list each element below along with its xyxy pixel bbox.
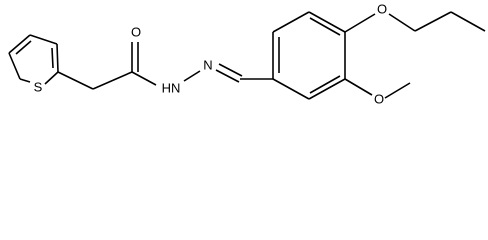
methoxy-group <box>344 78 411 99</box>
thiophene-ring <box>8 34 59 85</box>
bond <box>29 34 58 45</box>
bond <box>131 71 157 86</box>
bond <box>344 13 376 33</box>
methoxy-oxygen-label: O <box>374 92 384 107</box>
bond <box>19 78 31 83</box>
bond <box>344 78 373 96</box>
bond <box>57 71 94 90</box>
bond <box>92 71 133 90</box>
bond <box>308 11 346 33</box>
bond <box>51 47 54 69</box>
bond <box>215 69 240 83</box>
acetyl-linker <box>57 42 157 90</box>
bond <box>218 63 243 77</box>
bond <box>414 11 452 32</box>
bond <box>15 40 32 55</box>
bond <box>450 11 486 32</box>
bond <box>8 52 21 80</box>
bond <box>384 82 411 99</box>
bond <box>183 70 201 82</box>
bond <box>308 78 346 100</box>
hydrazone-linker <box>183 63 273 83</box>
molecule-structure: S O HN N O O <box>8 2 486 107</box>
bond <box>309 17 341 36</box>
bond <box>8 34 31 54</box>
propoxy-group <box>344 11 486 33</box>
bond <box>309 75 341 94</box>
propoxy-oxygen-label: O <box>377 2 387 17</box>
imine-nitrogen-label: N <box>203 58 212 73</box>
carbonyl-oxygen-label: O <box>131 25 141 40</box>
bond <box>272 78 310 100</box>
sulfur-atom-label: S <box>34 80 43 95</box>
bond <box>388 13 416 32</box>
bond <box>44 71 59 85</box>
benzene-ring <box>272 11 346 100</box>
bond <box>56 43 59 73</box>
bond <box>272 11 310 33</box>
hydrazide-nh-label: HN <box>162 81 181 96</box>
